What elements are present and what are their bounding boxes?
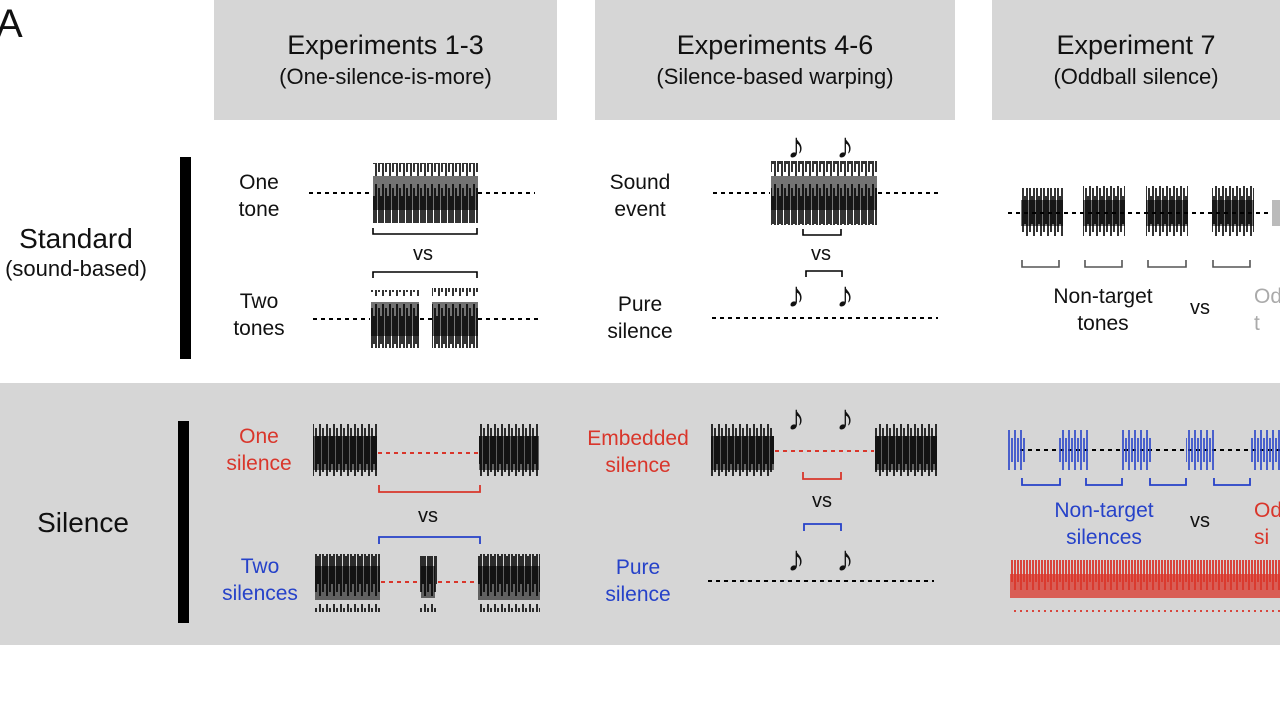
sound-waveform-core bbox=[771, 176, 877, 210]
eighth-note-icon: ♪ bbox=[836, 125, 854, 166]
label-sound-event: Sound event bbox=[609, 171, 671, 222]
duration-bracket bbox=[805, 270, 843, 277]
duration-bracket bbox=[802, 229, 842, 236]
label-pure-silence: Pure silence bbox=[607, 293, 673, 344]
standard-sublabel: (sound-based) bbox=[5, 255, 147, 281]
blue-tone-waveform bbox=[1250, 426, 1280, 472]
header-title: Experiments 4-6 bbox=[676, 30, 874, 60]
label-one-silence: One silence bbox=[226, 425, 292, 476]
label-non-target-tones: Non-target tones bbox=[1053, 285, 1153, 336]
header-subtitle: (One-silence-is-more) bbox=[279, 63, 492, 89]
eighth-note-icon: ♪ bbox=[787, 125, 805, 166]
silence-row-bar bbox=[178, 421, 189, 623]
header-experiment-7: Experiment 7 (Oddball silence) bbox=[992, 0, 1280, 120]
tone-waveform-core bbox=[371, 302, 419, 336]
panel-label: A bbox=[0, 2, 23, 46]
blue-tone-waveform bbox=[1008, 420, 1026, 478]
label-non-target-silences: Non-target silences bbox=[1054, 499, 1154, 550]
vs-label: vs bbox=[812, 490, 832, 512]
standard-row-label: Standard (sound-based) bbox=[0, 222, 164, 282]
eighth-note-icon: ♪ bbox=[787, 274, 805, 315]
vs-label: vs bbox=[1190, 297, 1210, 319]
blue-tone-waveform bbox=[1186, 428, 1214, 470]
label-oddball-tone-fragment: Od t bbox=[1254, 285, 1280, 336]
label-pure-silence: Pure silence bbox=[605, 556, 671, 607]
vs-label: vs bbox=[418, 505, 438, 527]
label-embedded-silence: Embedded silence bbox=[587, 427, 689, 478]
eighth-note-icon: ♪ bbox=[836, 538, 854, 579]
label-one-tone: One tone bbox=[238, 171, 280, 222]
header-subtitle: (Oddball silence) bbox=[1053, 63, 1219, 89]
header-experiments-1-3: Experiments 1-3 (One-silence-is-more) bbox=[214, 0, 557, 120]
silence-bracket bbox=[802, 472, 842, 480]
blue-tone-waveform bbox=[1122, 426, 1152, 472]
header-experiments-4-6: Experiments 4-6 (Silence-based warping) bbox=[595, 0, 955, 120]
vs-label: vs bbox=[413, 243, 433, 265]
tone-waveform-core bbox=[432, 302, 478, 336]
label-two-tones: Two tones bbox=[233, 290, 285, 341]
standard-row-bar bbox=[180, 157, 191, 359]
silence-row-label: Silence bbox=[37, 507, 129, 538]
eighth-note-icon: ♪ bbox=[787, 538, 805, 579]
tone-waveform-core bbox=[373, 176, 478, 210]
duration-bracket bbox=[372, 271, 478, 278]
label-oddball-silence-fragment: Od si bbox=[1254, 499, 1280, 550]
blue-tone-waveform bbox=[1058, 430, 1088, 470]
silence-bracket bbox=[378, 536, 481, 544]
vs-label: vs bbox=[1190, 510, 1210, 532]
silence-bracket bbox=[803, 523, 842, 531]
duration-bracket bbox=[372, 228, 478, 235]
header-title: Experiments 1-3 bbox=[287, 30, 484, 60]
standard-label: Standard bbox=[19, 223, 133, 254]
eighth-note-icon: ♪ bbox=[836, 274, 854, 315]
header-subtitle: (Silence-based warping) bbox=[656, 63, 894, 89]
header-title: Experiment 7 bbox=[1056, 30, 1216, 60]
label-two-silences: Two silences bbox=[222, 555, 298, 606]
eighth-note-icon: ♪ bbox=[787, 397, 805, 438]
vs-label: vs bbox=[811, 243, 831, 265]
silence-bracket bbox=[378, 485, 481, 493]
eighth-note-icon: ♪ bbox=[836, 397, 854, 438]
